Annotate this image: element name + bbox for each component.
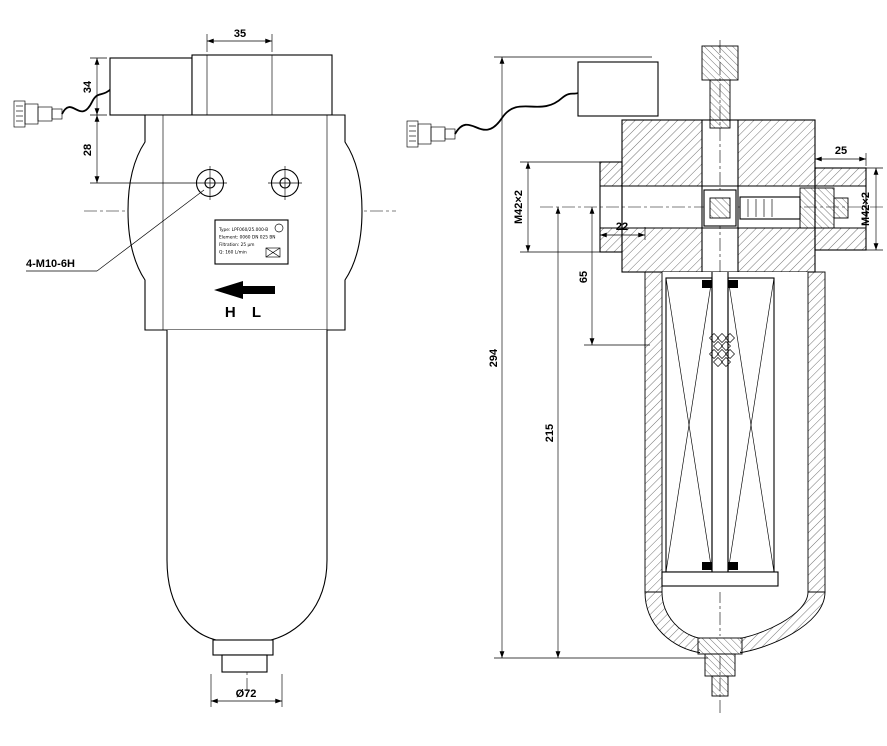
cable-connector <box>406 92 579 148</box>
mount-holes-callout: 4-M10-6H <box>26 189 205 272</box>
thread-right-label: M42×2 <box>860 192 872 226</box>
dim-bowl-depth-label: 215 <box>544 424 556 442</box>
flow-direction-arrow-icon <box>214 281 275 299</box>
dim-port-to-element-label: 65 <box>578 271 590 283</box>
bowl-end-step <box>212 639 274 656</box>
dim-bowl-diameter: Ø72 <box>210 674 283 707</box>
nameplate-line3: Filtration: 25 μm <box>219 242 254 248</box>
filter-bowl <box>166 330 328 641</box>
dim-port-depth: 22 <box>599 221 646 240</box>
brand-logo-icon <box>274 223 284 233</box>
dim-boss-width-label: 25 <box>835 145 847 157</box>
port-boss-left <box>599 161 623 253</box>
dim-thread-left: M42×2 <box>513 161 600 253</box>
element-end-cap <box>661 571 779 587</box>
valve-top-block <box>191 54 333 116</box>
dim-top-width: 35 <box>206 28 273 52</box>
dim-boss-width: 25 <box>814 145 867 166</box>
bowl-wall-right <box>807 271 826 593</box>
dim-overall-height: 294 <box>488 56 708 659</box>
solenoid-coil-block <box>109 57 193 116</box>
flow-label: H L <box>225 304 267 321</box>
left-view: Type: LPF060/25.000-B Element: 0060 DN 0… <box>13 28 396 707</box>
dim-port-depth-label: 22 <box>616 221 628 233</box>
cable-connector <box>13 87 113 128</box>
dim-bowl-depth: 215 <box>544 207 561 658</box>
mount-holes-label: 4-M10-6H <box>26 258 75 270</box>
dim-head-offset: 28 <box>82 115 193 184</box>
filter-element <box>661 272 779 587</box>
dim-top-width-label: 35 <box>234 28 246 40</box>
dim-thread-right: M42×2 <box>860 167 883 251</box>
drain-plug-section <box>697 636 743 697</box>
dim-coil-height: 34 <box>82 57 107 116</box>
certification-mark-icon <box>265 247 281 258</box>
solenoid-coil-block <box>577 61 659 117</box>
right-view: 294 215 65 M42×2 22 25 <box>406 40 884 714</box>
nameplate-line2: Element: 0060 DN 025 BN <box>219 235 276 241</box>
dim-overall-height-label: 294 <box>488 348 500 367</box>
bowl-end-nub <box>221 654 268 673</box>
bowl-wall-left <box>644 271 663 593</box>
cable <box>454 92 579 135</box>
dim-coil-height-label: 34 <box>82 80 94 93</box>
dim-port-to-element: 65 <box>578 207 650 346</box>
nameplate: Type: LPF060/25.000-B Element: 0060 DN 0… <box>214 219 289 265</box>
dim-bowl-diameter-label: Ø72 <box>236 688 257 700</box>
top-bolt-section <box>701 45 739 129</box>
dim-head-offset-label: 28 <box>82 144 94 156</box>
magnet-mesh <box>709 333 735 367</box>
port-fitting-bolt <box>739 187 849 229</box>
nameplate-line4: Q: 160 L/min <box>219 250 247 256</box>
nameplate-line1: Type: LPF060/25.000-B <box>218 227 268 233</box>
mount-hole-right <box>268 166 302 200</box>
mount-hole-left <box>193 166 227 200</box>
thread-left-label: M42×2 <box>513 190 525 224</box>
bowl-bottom-section <box>644 591 826 654</box>
cable <box>61 87 113 115</box>
